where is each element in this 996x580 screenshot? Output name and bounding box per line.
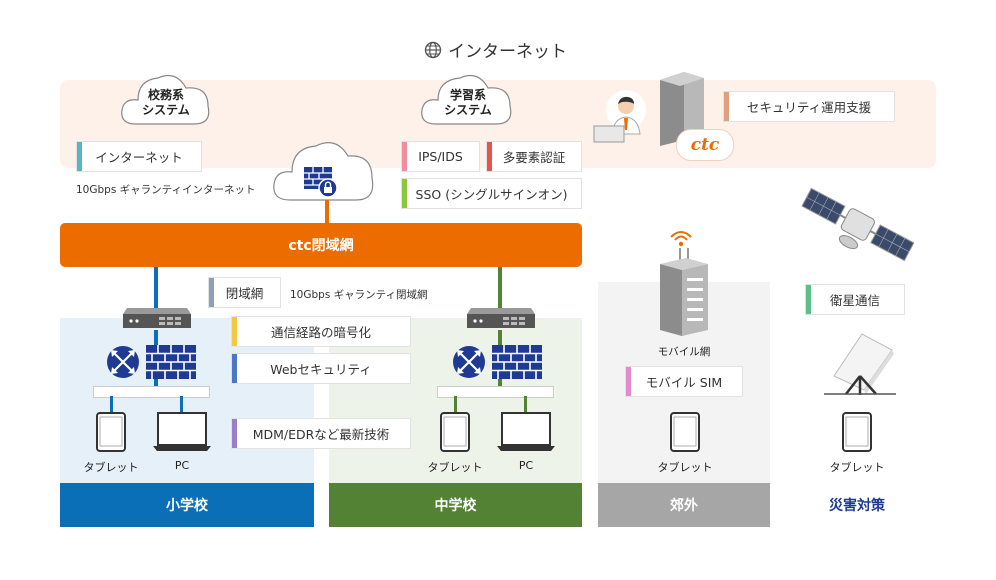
tablet-icon-elementary xyxy=(96,412,126,452)
internet-title: インターネット xyxy=(448,42,567,62)
label-tablet-suburb: タブレット xyxy=(657,461,713,474)
tag-satellite: 衛星通信 xyxy=(805,284,905,315)
tag-internet: インターネット xyxy=(76,141,202,172)
tablet-icon-suburb xyxy=(670,412,700,452)
label-tablet-junior: タブレット xyxy=(427,461,483,474)
zone-elementary-footer: 小学校 xyxy=(60,483,314,527)
cloud-label-admin: 校務系 システム xyxy=(142,88,190,117)
tag-mdm-edr: MDM/EDRなど最新技術 xyxy=(231,418,411,449)
router-icon-elementary xyxy=(107,346,139,378)
tag-ips-ids: IPS/IDS xyxy=(401,141,480,172)
server-icon xyxy=(660,72,704,146)
pc-icon-elementary xyxy=(153,412,211,451)
zone-junior-footer: 中学校 xyxy=(329,483,582,527)
router-icon-junior xyxy=(453,346,485,378)
cloud-label-learning: 学習系 システム xyxy=(444,88,492,117)
satellite-icon xyxy=(801,187,914,262)
firewall-uplink xyxy=(325,200,329,223)
tablet-icon-junior xyxy=(440,412,470,452)
lan-bar-elementary xyxy=(93,386,210,398)
firewall-lock-icon xyxy=(304,167,338,197)
note-internet-guarantee: 10Gbps ギャランティインターネット xyxy=(76,184,256,196)
operator-icon xyxy=(593,90,646,143)
internet-header: インターネット xyxy=(424,37,567,62)
pc-icon-junior xyxy=(497,412,555,451)
zone-disaster-label: 災害対策 xyxy=(829,498,885,514)
tag-security-ops: セキュリティ運用支援 xyxy=(723,91,895,122)
link-elementary-pc xyxy=(180,396,183,412)
label-pc-elementary: PC xyxy=(174,459,190,472)
switch-icon-junior xyxy=(467,308,535,328)
tag-web-security: Webセキュリティ xyxy=(231,353,411,384)
tag-mobile-sim: モバイル SIM xyxy=(625,366,743,397)
tag-sso: SSO (シングルサインオン) xyxy=(401,178,582,209)
label-tablet-disaster: タブレット xyxy=(829,461,885,474)
label-pc-junior: PC xyxy=(518,459,534,472)
satellite-dish-icon xyxy=(824,333,896,395)
tag-closed-network: 閉域網 xyxy=(208,277,281,308)
globe-icon xyxy=(424,41,442,58)
mobile-tower-icon xyxy=(660,248,708,336)
firewall-icon-junior xyxy=(492,345,542,379)
ctc-closed-network-bar: ctc閉域網 xyxy=(60,223,582,267)
label-tablet-elementary: タブレット xyxy=(83,461,139,474)
uplink-junior xyxy=(498,267,502,309)
link-elementary-tablet xyxy=(110,396,113,412)
tag-mfa: 多要素認証 xyxy=(486,141,582,172)
signal-icon xyxy=(670,231,692,247)
tag-encryption: 通信経路の暗号化 xyxy=(231,316,411,347)
label-mobile-network: モバイル網 xyxy=(657,346,711,358)
uplink-elementary xyxy=(154,267,158,309)
note-closed-guarantee: 10Gbps ギャランティ閉域網 xyxy=(290,289,428,301)
switch-icon-elementary xyxy=(123,308,191,328)
link-junior-tablet xyxy=(454,396,457,412)
cloud-icon-learning xyxy=(421,75,512,125)
tablet-icon-disaster xyxy=(842,412,872,452)
cloud-icon-admin xyxy=(121,75,210,125)
zone-suburb-footer: 郊外 xyxy=(598,483,770,527)
firewall-icon-elementary xyxy=(146,345,196,379)
link-junior-pc xyxy=(524,396,527,412)
ctc-logo: ctc xyxy=(676,129,734,161)
lan-bar-junior xyxy=(437,386,554,398)
